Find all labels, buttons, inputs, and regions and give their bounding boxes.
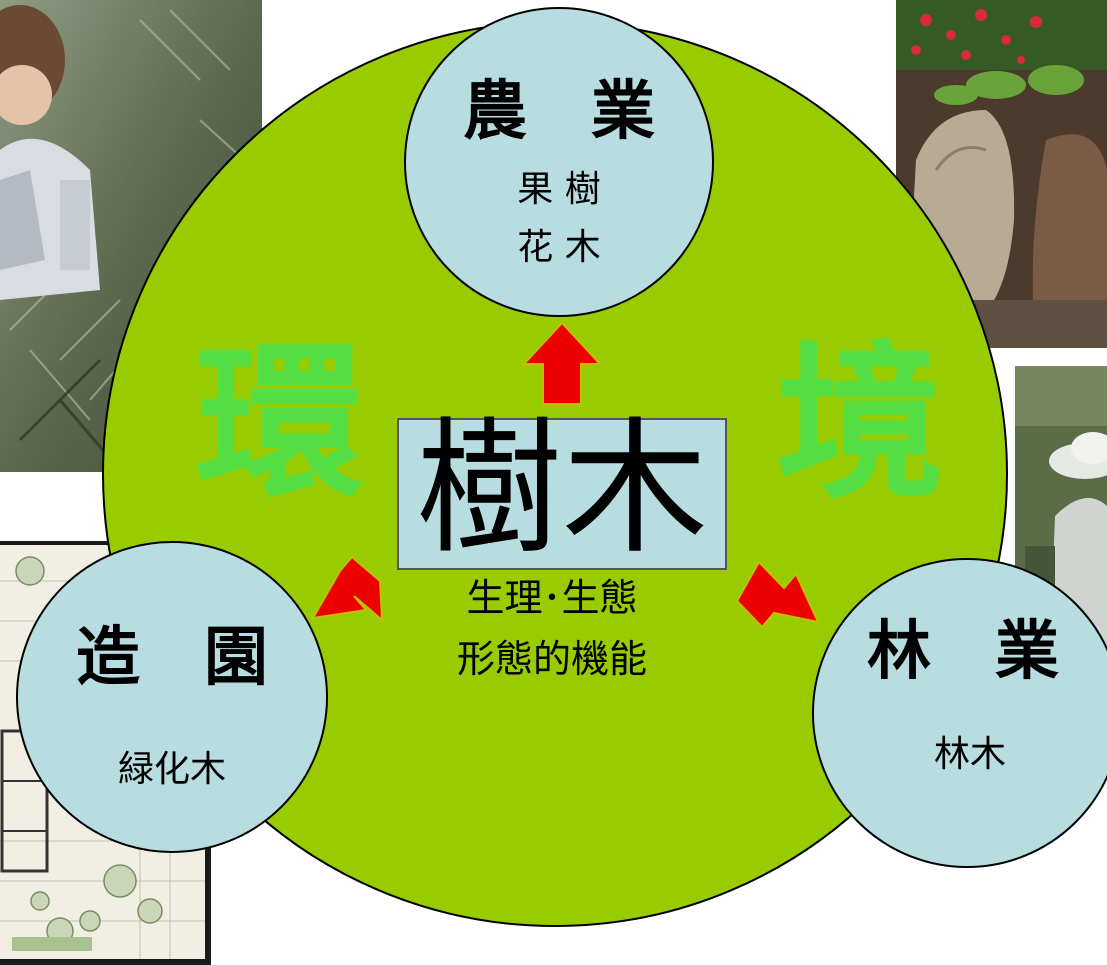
arrow-to-landscaping — [311, 555, 384, 623]
agriculture-circle — [404, 7, 714, 317]
forestry-sub-1: 林木 — [933, 734, 1006, 775]
arrow-up-to-agriculture — [521, 321, 603, 405]
forestry-title: 林 業 — [867, 615, 1059, 689]
tree-center-box — [397, 418, 727, 570]
function-line-2: 形態的機能 — [456, 637, 647, 681]
landscaping-title: 造 園 — [76, 621, 268, 695]
landscaping-circle — [16, 541, 328, 853]
agriculture-title: 農 業 — [463, 75, 655, 149]
arrow-to-forestry — [735, 560, 820, 629]
agriculture-sub-2: 花 木 — [517, 227, 601, 268]
tree-center-title: 樹木 — [416, 404, 708, 574]
forestry-circle — [812, 558, 1107, 868]
environment-left-char: 環 — [196, 326, 364, 522]
landscaping-sub-1: 緑化木 — [117, 749, 226, 790]
environment-right-char: 境 — [776, 326, 944, 522]
agriculture-sub-1: 果 樹 — [517, 169, 601, 210]
function-line-1: 生理･生態 — [466, 576, 638, 620]
